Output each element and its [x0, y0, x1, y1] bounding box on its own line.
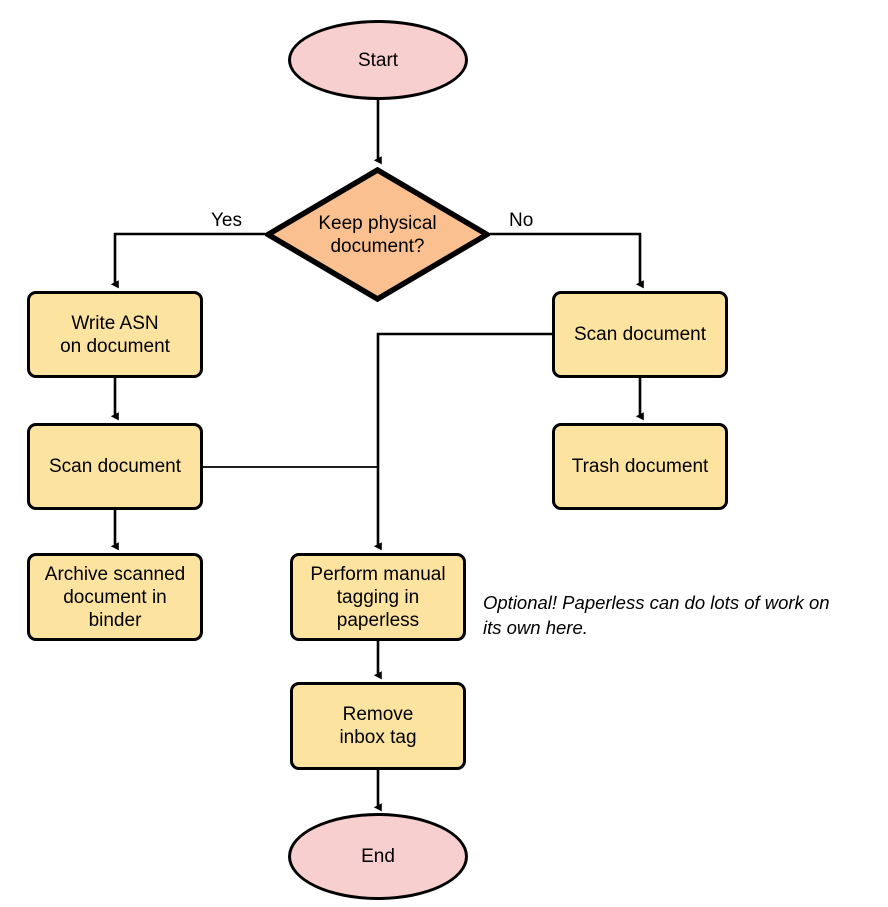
diamond-shape-icon — [265, 167, 490, 302]
edge-decision-to-scan-right — [490, 232, 644, 289]
edge-scan-right-to-tagging — [373, 332, 552, 551]
node-write-asn[interactable]: Write ASN on document — [27, 291, 203, 378]
node-archive-binder-label: Archive scanned document in binder — [44, 563, 186, 631]
node-end[interactable]: End — [288, 813, 468, 900]
node-end-label: End — [361, 846, 395, 867]
node-remove-inbox-tag[interactable]: Remove inbox tag — [290, 682, 466, 770]
edge-label-yes: Yes — [211, 210, 242, 231]
edge-decision-to-write-asn — [110, 232, 265, 289]
node-scan-document-left-label: Scan document — [48, 456, 182, 477]
node-scan-document-right-label: Scan document — [573, 324, 707, 345]
node-scan-document-left[interactable]: Scan document — [27, 423, 203, 510]
node-keep-physical-document[interactable]: Keep physical document? — [265, 167, 490, 302]
node-manual-tagging-label: Perform manual tagging in paperless — [310, 563, 446, 631]
node-trash-document-label: Trash document — [571, 456, 709, 477]
node-scan-document-right[interactable]: Scan document — [552, 291, 728, 378]
edge-label-no: No — [509, 210, 534, 231]
node-archive-binder[interactable]: Archive scanned document in binder — [27, 553, 203, 641]
node-start[interactable]: Start — [288, 20, 468, 100]
node-start-label: Start — [357, 49, 399, 71]
node-write-asn-label: Write ASN on document — [60, 312, 170, 357]
node-remove-inbox-tag-label: Remove inbox tag — [339, 704, 417, 748]
annotation-optional-note: Optional! Paperless can do lots of work … — [483, 592, 830, 638]
node-manual-tagging[interactable]: Perform manual tagging in paperless — [290, 553, 466, 641]
node-trash-document[interactable]: Trash document — [552, 423, 728, 510]
